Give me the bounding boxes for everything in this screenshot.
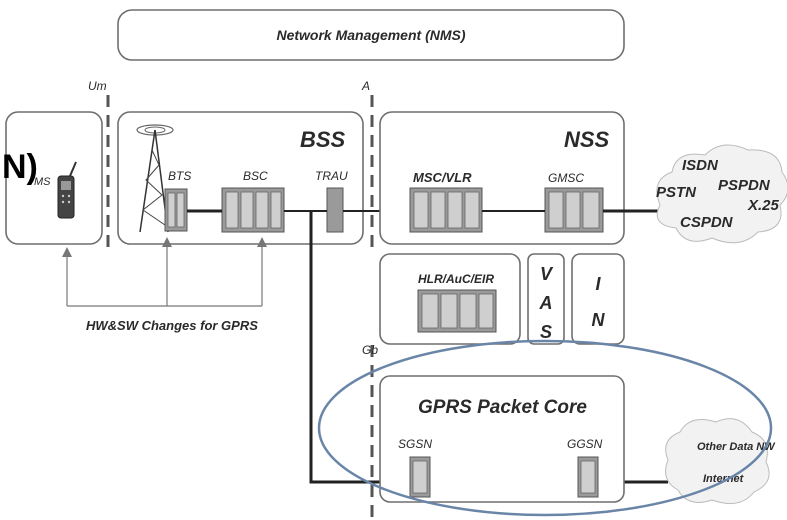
a-label: A <box>361 79 370 93</box>
gmsc-equipment <box>544 187 604 233</box>
in-letter-i: I <box>595 274 601 294</box>
vas-letter-s: S <box>540 322 552 342</box>
sgsn-server <box>409 456 431 498</box>
msc-label: MSC/VLR <box>413 170 472 185</box>
ms-label: MS <box>34 176 51 188</box>
vas-box <box>527 253 565 345</box>
gprs-core-title: GPRS Packet Core <box>418 397 587 418</box>
nms-box <box>117 9 625 61</box>
in-letter-n: N <box>592 310 606 330</box>
bts-equipment <box>164 188 188 232</box>
isdn-label: ISDN <box>682 157 719 174</box>
hlr-label: HLR/AuC/EIR <box>418 272 494 286</box>
mobile-phone-icon <box>57 161 77 219</box>
ggsn-server <box>577 456 599 498</box>
gprs-core-box <box>379 375 625 503</box>
internet-label: Internet <box>703 473 745 485</box>
ms-box <box>5 111 103 245</box>
trau-label: TRAU <box>315 169 348 183</box>
gb-label: Gb <box>362 343 378 357</box>
trau-equipment <box>326 187 344 233</box>
bts-label: BTS <box>168 169 191 183</box>
gmsc-label: GMSC <box>548 171 584 185</box>
x25-label: X.25 <box>747 197 780 214</box>
bss-title: BSS <box>300 127 346 152</box>
vas-letter-v: V <box>540 264 554 284</box>
cspdn-label: CSPDN <box>680 214 734 231</box>
pstn-label: PSTN <box>656 184 697 201</box>
corner-fragment: N) <box>2 148 38 186</box>
nms-label: Network Management (NMS) <box>276 27 465 43</box>
hw-sw-change-arrows <box>62 237 267 307</box>
other-data-nw-label: Other Data NW <box>697 441 776 453</box>
pspdn-label: PSPDN <box>718 177 771 194</box>
other-networks-cloud <box>665 418 770 505</box>
hw-sw-note: HW&SW Changes for GPRS <box>86 318 258 333</box>
sgsn-label: SGSN <box>398 437 432 451</box>
bsc-equipment <box>221 187 285 233</box>
in-box <box>571 253 625 345</box>
msc-equipment <box>409 187 483 233</box>
gprs-highlight-ellipse <box>317 339 773 517</box>
vas-letter-a: A <box>539 293 553 313</box>
external-networks-cloud <box>656 144 787 244</box>
hlr-equipment <box>417 289 497 333</box>
um-label: Um <box>88 79 107 93</box>
ggsn-label: GGSN <box>567 437 603 451</box>
nss-title: NSS <box>564 127 610 152</box>
bsc-label: BSC <box>243 169 268 183</box>
